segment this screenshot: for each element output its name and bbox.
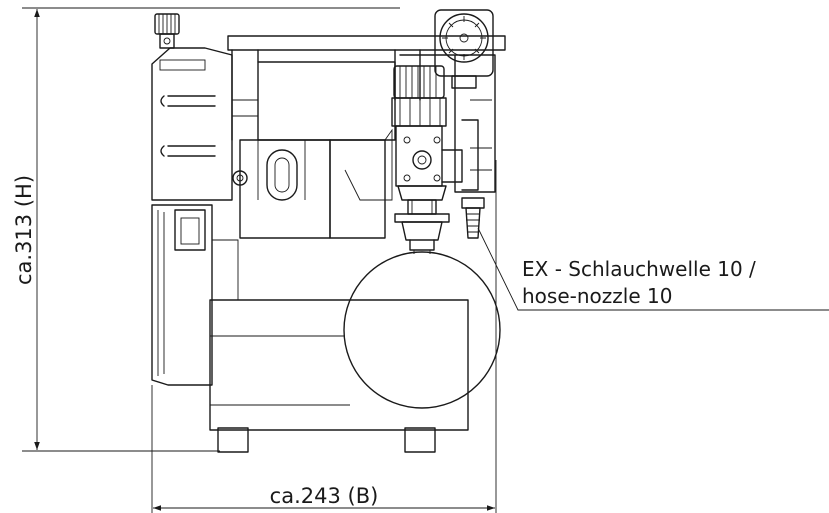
callout-text-line1: EX - Schlauchwelle 10 / [522, 257, 756, 281]
callout-leader-line [477, 227, 829, 311]
round-flask [343, 239, 501, 409]
width-dimension-label: ca.243 (B) [270, 484, 379, 508]
callout-text-line2: hose-nozzle 10 [522, 284, 672, 308]
height-dimension-label: ca.313 (H) [12, 175, 36, 285]
foot-right [404, 427, 436, 453]
width-dimension: ca.243 (B) [151, 160, 497, 513]
height-dimension: ca.313 (H) [12, 7, 400, 452]
pump-body [151, 9, 506, 453]
left-side-housing [151, 204, 213, 386]
side-window [174, 209, 206, 251]
hose-nozzle-callout: EX - Schlauchwelle 10 / hose-nozzle 10 [477, 227, 829, 311]
carrying-handle [227, 35, 506, 51]
pump-head [239, 139, 331, 239]
upper-rear-housing [151, 47, 233, 201]
right-housing [399, 54, 496, 193]
flask-connector [394, 185, 450, 241]
slot-window [266, 149, 298, 201]
pressure-gauge [434, 9, 494, 89]
foot-left [217, 427, 249, 453]
hose-nozzle [461, 197, 485, 239]
control-valve-knob [391, 65, 479, 191]
motor-base [209, 299, 469, 431]
